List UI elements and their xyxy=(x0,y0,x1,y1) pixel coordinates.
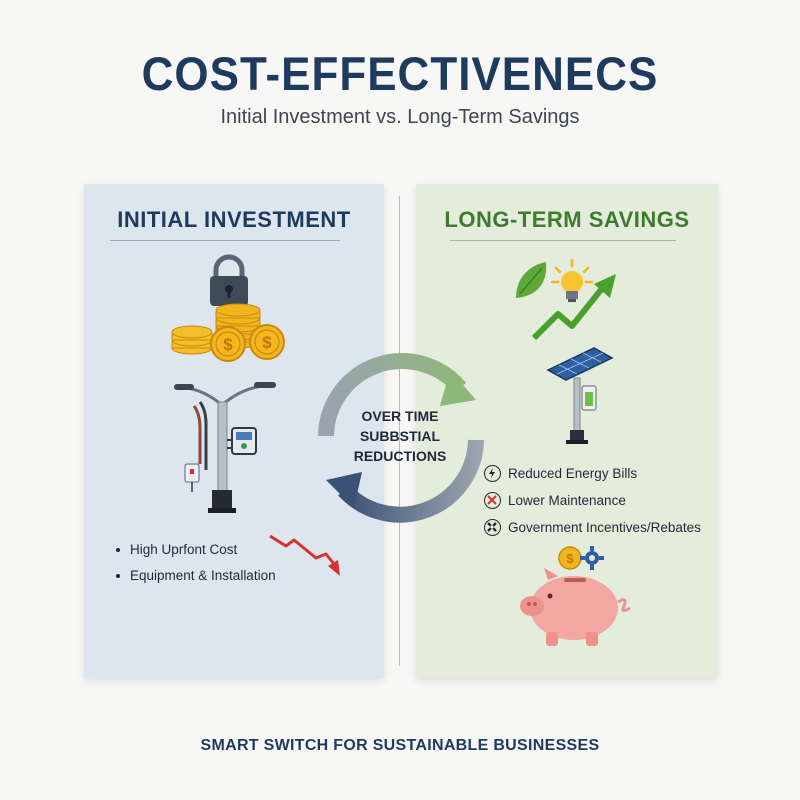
panel-divider xyxy=(399,196,400,666)
coins-padlock-icon: $ $ xyxy=(171,254,285,362)
heading-underline xyxy=(110,240,340,241)
benefit-label: Reduced Energy Bills xyxy=(508,466,638,481)
tools-icon xyxy=(484,519,501,536)
solar-street-light-icon xyxy=(546,347,614,444)
growth-leaf-bulb-icon xyxy=(516,258,616,341)
bullet-text: High Uprfont Cost xyxy=(130,542,238,557)
long-term-savings-panel: LONG-TERM SAVINGS R xyxy=(416,184,718,678)
footer-tagline: SMART SWITCH FOR SUSTAINABLE BUSINESSES xyxy=(200,737,600,754)
cycle-arrows-icon xyxy=(318,353,484,523)
center-line: REDUCTIONS xyxy=(353,448,447,464)
lightning-icon xyxy=(484,465,501,482)
benefits-list: Reduced Energy Bills Lower Maintenance G… xyxy=(484,460,701,541)
list-item: Government Incentives/Rebates xyxy=(484,514,701,541)
center-line: OVER TIME xyxy=(361,408,439,424)
center-line: SUBBSTIAL xyxy=(359,428,441,444)
list-item: High Uprfont Cost xyxy=(116,537,276,563)
long-term-savings-heading: LONG-TERM SAVINGS xyxy=(444,207,690,232)
benefit-label: Government Incentives/Rebates xyxy=(508,520,701,535)
street-light-wiring-icon xyxy=(174,382,276,513)
svg-text:$: $ xyxy=(566,551,574,566)
svg-text:$: $ xyxy=(262,333,272,352)
heading-underline xyxy=(450,240,676,241)
page-title: COST-EFFECTIVENECS xyxy=(141,48,659,101)
initial-investment-heading: INITIAL INVESTMENT xyxy=(117,207,351,232)
list-item: Equipment & Installation xyxy=(116,563,276,589)
wrench-cross-icon xyxy=(484,492,501,509)
benefit-label: Lower Maintenance xyxy=(508,493,626,508)
piggy-bank-icon: $ xyxy=(520,546,631,646)
list-item: Reduced Energy Bills xyxy=(484,460,701,487)
investment-bullets: High Uprfont Cost Equipment & Installati… xyxy=(116,537,276,589)
list-item: Lower Maintenance xyxy=(484,487,701,514)
page-subtitle: Initial Investment vs. Long-Term Savings xyxy=(220,106,580,128)
bullet-text: Equipment & Installation xyxy=(130,568,276,583)
cost-down-arrow-icon xyxy=(269,534,340,576)
svg-text:$: $ xyxy=(223,335,233,354)
over-time-label: OVER TIME SUBBSTIAL REDUCTIONS xyxy=(330,406,470,466)
